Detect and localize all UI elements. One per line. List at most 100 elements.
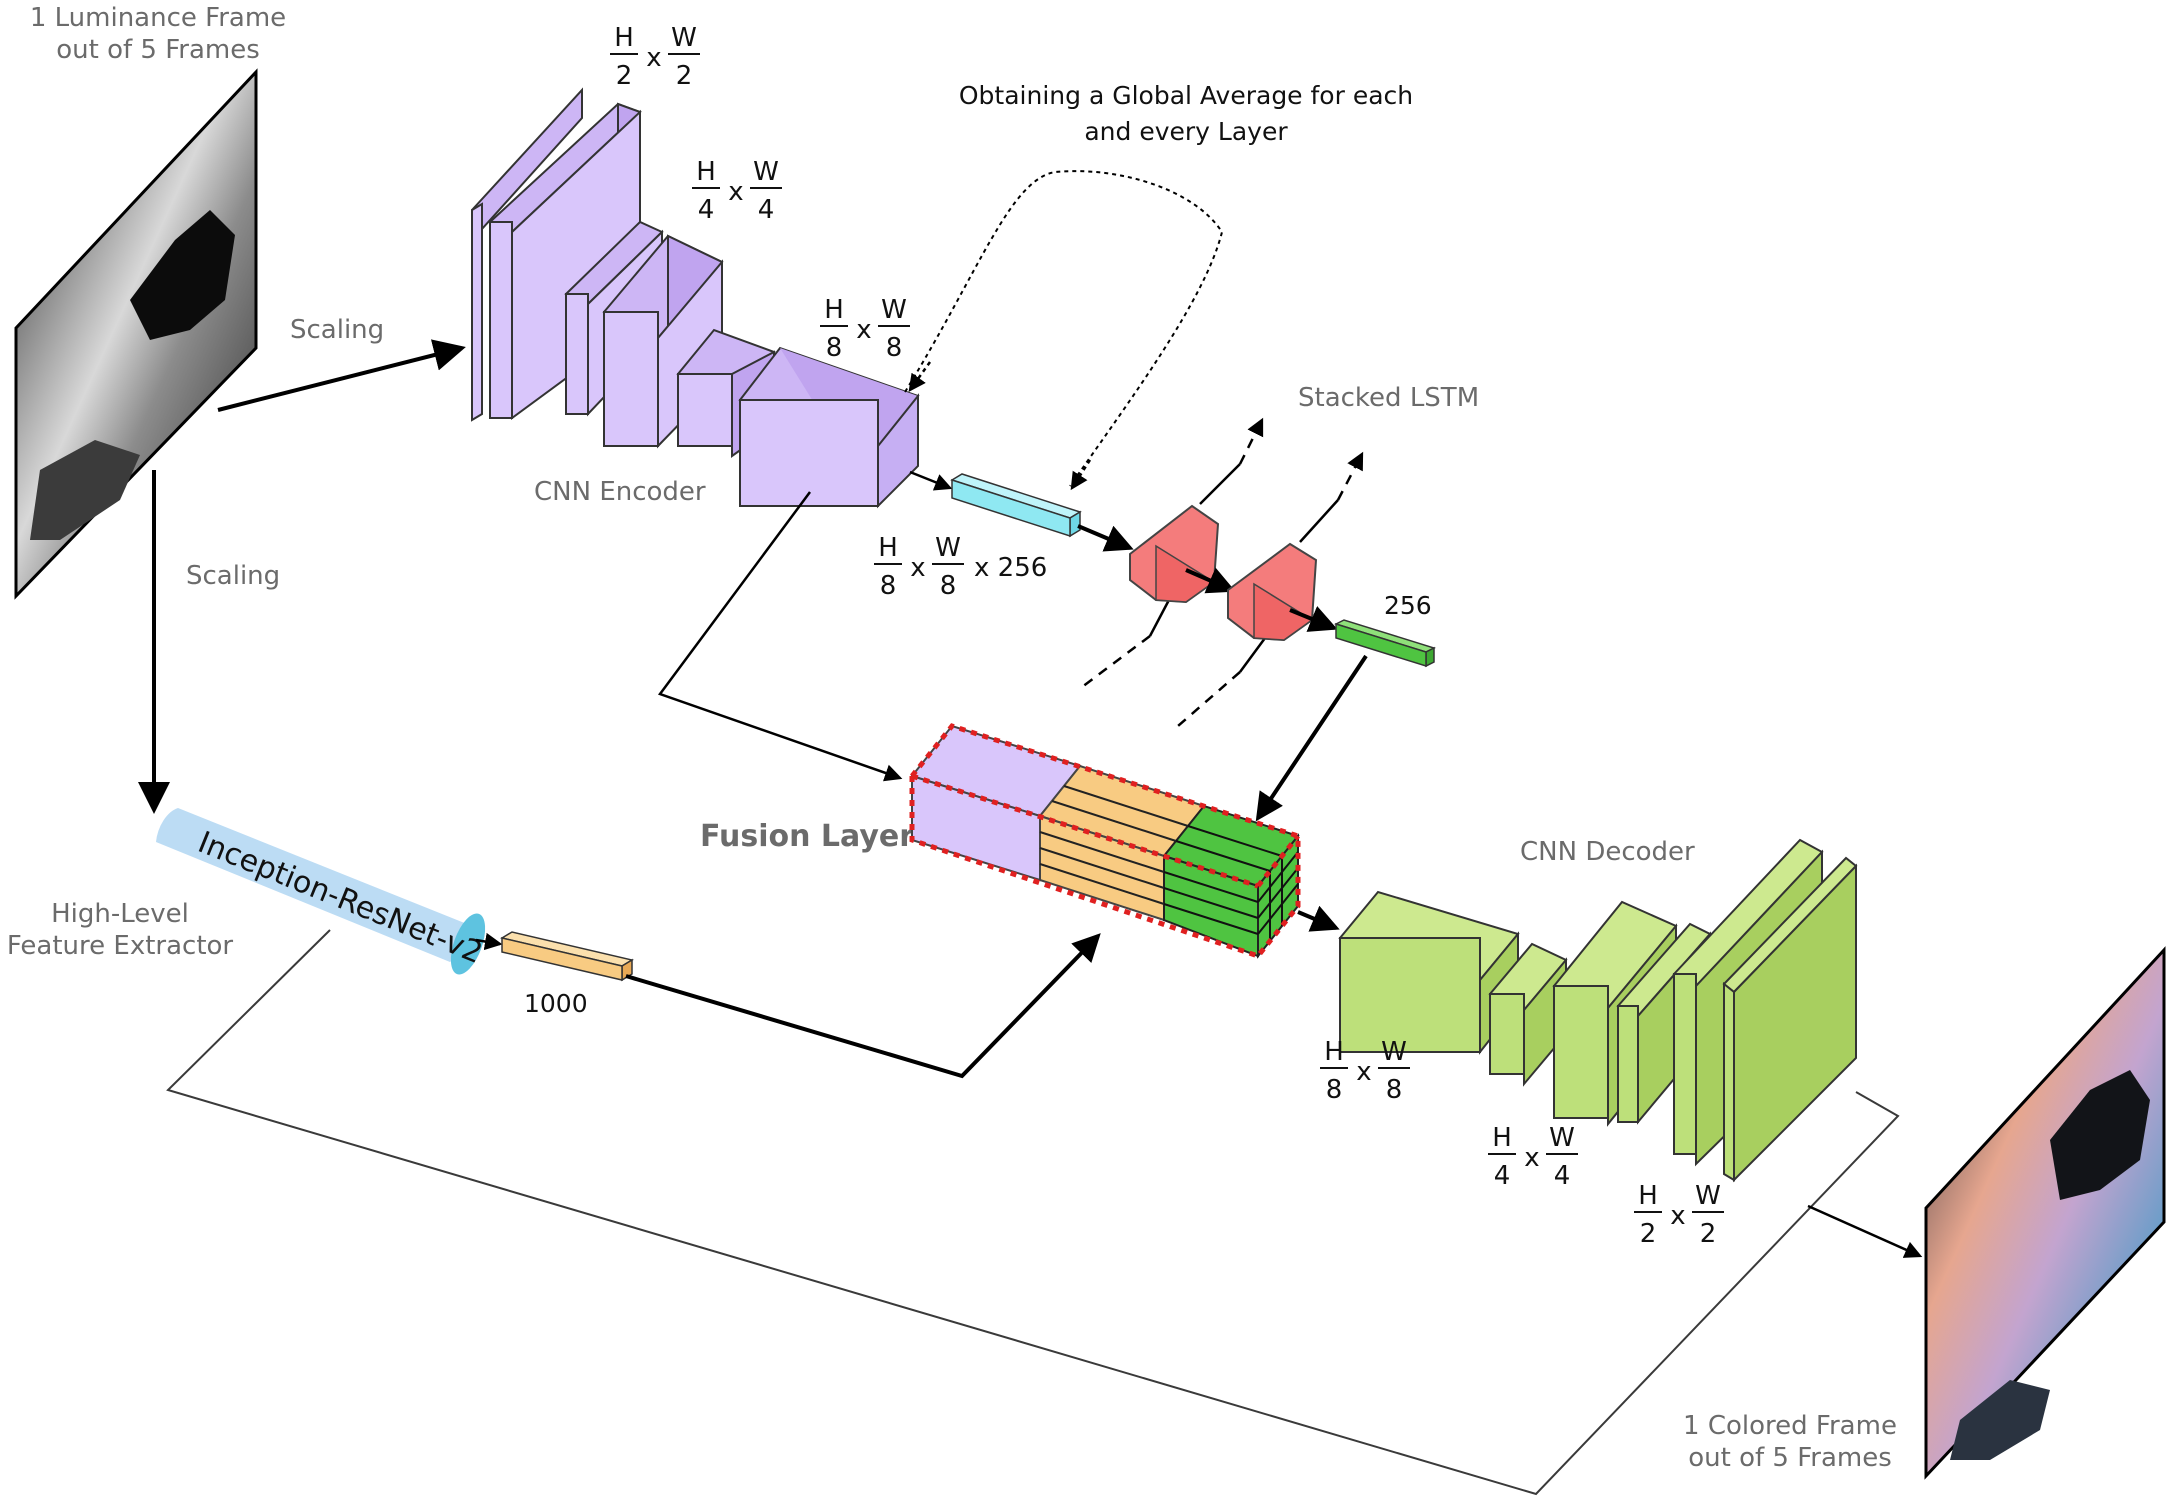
svg-text:8: 8 <box>1386 1075 1403 1105</box>
svg-text:4: 4 <box>758 195 775 225</box>
output-frame-label-line2: out of 5 Frames <box>1688 1443 1892 1473</box>
svg-text:W: W <box>1381 1037 1407 1067</box>
encoder-to-vector-arrow <box>909 470 953 491</box>
cnn-decoder-label: CNN Decoder <box>1520 837 1695 867</box>
svg-text:W: W <box>935 533 961 563</box>
high-level-label-line1: High-Level <box>51 899 189 929</box>
decoder-dim-h8w8: H 8 x W 8 <box>1320 1037 1410 1105</box>
svg-text:8: 8 <box>940 571 957 601</box>
lstm1-down-dashed <box>1077 635 1151 691</box>
fusion-layer <box>910 724 1300 959</box>
svg-text:2: 2 <box>1640 1219 1657 1249</box>
svg-text:x: x <box>646 43 661 73</box>
svg-text:x: x <box>728 177 743 207</box>
svg-text:W: W <box>1695 1181 1721 1211</box>
encoder-to-fusion-arrow <box>657 491 903 782</box>
svg-text:W: W <box>671 23 697 53</box>
svg-text:H: H <box>696 157 716 187</box>
cnn-encoder <box>471 87 920 509</box>
inception-vector-to-fusion-arrow <box>625 933 1101 1079</box>
lstm1-to-lstm2-arrow <box>1185 567 1236 594</box>
svg-text:8: 8 <box>1326 1075 1343 1105</box>
fusion-green-grid <box>1163 825 1299 941</box>
svg-text:2: 2 <box>1700 1219 1717 1249</box>
svg-text:H: H <box>1638 1181 1658 1211</box>
input-frame-label-line2: out of 5 Frames <box>56 35 260 65</box>
fusion-red-edge-top <box>911 773 1259 889</box>
lstm-unit-1 <box>1129 504 1220 604</box>
fusion-layer-label: Fusion Layer <box>700 819 914 854</box>
svg-text:H: H <box>1324 1037 1344 1067</box>
inception-resnet-block <box>156 808 486 975</box>
svg-text:8: 8 <box>826 333 843 363</box>
global-average-label-line1: Obtaining a Global Average for each <box>959 81 1413 110</box>
lstm1-up-line <box>1199 463 1241 505</box>
fusion-orange-slices <box>1039 785 1189 905</box>
svg-text:W: W <box>753 157 779 187</box>
global-average-label-line2: and every Layer <box>1084 117 1288 146</box>
lstm-output-vector <box>1333 619 1437 668</box>
decoder-dim-h2w2: H 2 x W 2 <box>1634 1181 1724 1249</box>
svg-text:H: H <box>614 23 634 53</box>
svg-text:x: x <box>910 553 925 583</box>
svg-text:x: x <box>1670 1201 1685 1231</box>
inception-to-vector-arrow <box>475 932 503 951</box>
input-frame-label-line1: 1 Luminance Frame <box>30 3 286 33</box>
lstm2-to-vector-arrow <box>1289 605 1338 632</box>
scaling-arrow-to-encoder <box>217 339 466 412</box>
inception-output-vector <box>500 931 634 982</box>
fusion-red-outline <box>909 723 1301 959</box>
scaling-left-label: Scaling <box>186 561 280 591</box>
encoder-dim-h2w2: H 2 x W 2 <box>610 23 700 91</box>
svg-text:x: x <box>1356 1057 1371 1087</box>
input-luminance-frame <box>14 68 258 600</box>
svg-text:x: x <box>856 315 871 345</box>
size-256-label: 256 <box>1384 591 1432 620</box>
output-frame-label-line1: 1 Colored Frame <box>1683 1411 1897 1441</box>
global-average-arrow-start <box>908 361 932 393</box>
encoder-dim-h8w8: H 8 x W 8 <box>820 295 910 363</box>
stacked-lstm-label: Stacked LSTM <box>1298 383 1479 413</box>
lstm2-down-dashed <box>1177 671 1241 727</box>
lstm-vector-to-fusion-arrow <box>1255 654 1368 822</box>
fusion-to-decoder-arrow <box>1297 905 1340 932</box>
lstm-unit-2 <box>1227 542 1318 642</box>
svg-text:W: W <box>881 295 907 325</box>
lstm1-up-dashed <box>1238 417 1264 465</box>
skip-connection-frame <box>166 929 1900 1496</box>
svg-text:4: 4 <box>1554 1161 1571 1191</box>
vector-dim-h8w8x256: H 8 x W 8 x 256 <box>874 533 1047 601</box>
svg-text:8: 8 <box>886 333 903 363</box>
svg-text:8: 8 <box>880 571 897 601</box>
high-level-label-line2: Feature Extractor <box>7 931 234 961</box>
svg-text:4: 4 <box>698 195 715 225</box>
cnn-encoder-label: CNN Encoder <box>534 477 706 507</box>
encoder-dim-h4w4: H 4 x W 4 <box>692 157 782 225</box>
vector-to-lstm-arrow <box>1077 524 1134 552</box>
lstm2-down-line <box>1238 633 1270 673</box>
scaling-top-label: Scaling <box>290 315 384 345</box>
decoder-to-output-arrow <box>1807 1204 1923 1258</box>
svg-text:x: x <box>1524 1143 1539 1173</box>
svg-text:2: 2 <box>676 61 693 91</box>
inception-label: Inception-ResNet-v2 <box>193 825 487 971</box>
global-average-path <box>904 170 1224 487</box>
lstm2-up-dashed <box>1336 451 1364 501</box>
lstm1-down-line <box>1148 597 1172 637</box>
lstm2-up-line <box>1299 499 1339 543</box>
svg-text:H: H <box>878 533 898 563</box>
svg-text:W: W <box>1549 1123 1575 1153</box>
encoder-output-vector <box>950 473 1082 538</box>
svg-text:H: H <box>824 295 844 325</box>
output-colored-frame <box>1924 946 2166 1480</box>
fusion-red-edge-right <box>1256 834 1300 888</box>
global-average-arrow-end <box>1070 459 1092 491</box>
cnn-decoder <box>1338 838 1858 1183</box>
svg-text:H: H <box>1492 1123 1512 1153</box>
decoder-dim-h4w4: H 4 x W 4 <box>1488 1123 1578 1191</box>
svg-text:2: 2 <box>616 61 633 91</box>
svg-text:x 256: x 256 <box>974 553 1047 583</box>
svg-text:4: 4 <box>1494 1161 1511 1191</box>
size-1000-label: 1000 <box>524 989 588 1018</box>
